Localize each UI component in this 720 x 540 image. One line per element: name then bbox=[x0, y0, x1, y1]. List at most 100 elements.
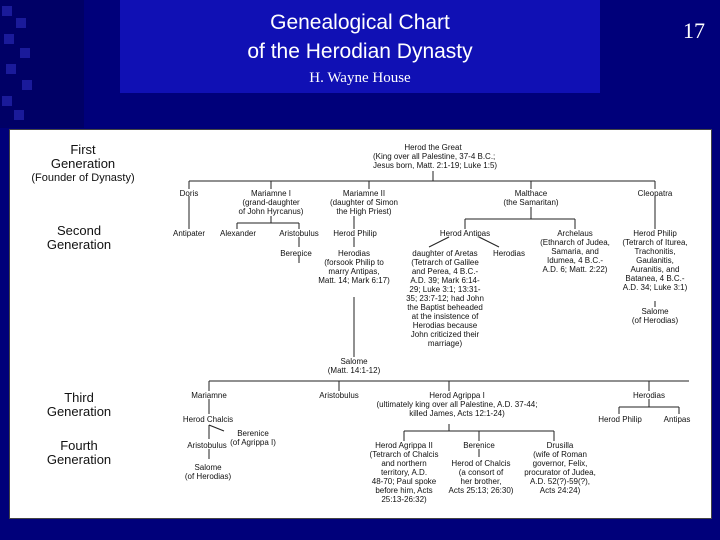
gen-third-line2: Generation bbox=[46, 404, 112, 419]
node-drusilla-note1: (wife of Roman bbox=[533, 450, 587, 459]
node-salome-note: (Matt. 14:1-12) bbox=[327, 366, 381, 375]
node-salome: Salome (Matt. 14:1-12) bbox=[319, 357, 389, 375]
node-archelaus-note2: Samaria, and bbox=[551, 247, 599, 256]
node-archelaus-note1: (Ethnarch of Judea, bbox=[540, 238, 610, 247]
node-agrippa-i-note1: (ultimately king over all Palestine, A.D… bbox=[376, 400, 538, 409]
node-aretas-note2: and Perea, 4 B.C.- bbox=[411, 267, 479, 276]
gen-first-line3: (Founder of Dynasty) bbox=[31, 172, 135, 184]
node-herod-philip-tetrarch-note4: Auranitis, and bbox=[630, 265, 680, 274]
node-salome-herodias-right: Salome (of Herodias) bbox=[615, 307, 695, 325]
title-box: Genealogical Chart of the Herodian Dynas… bbox=[120, 0, 600, 93]
node-agrippa-ii-note2: and northern bbox=[381, 459, 427, 468]
node-aretas-note5: 35; 23:7-12; had John bbox=[406, 294, 484, 303]
gen-third-line1: Third bbox=[64, 390, 94, 405]
bottom-bar bbox=[0, 519, 720, 540]
node-herod-chalcis: Herod Chalcis bbox=[175, 415, 241, 424]
node-aretas-note7: at the insistence of bbox=[411, 312, 479, 321]
node-herodias-third-name: Herodias bbox=[632, 391, 665, 400]
node-agrippa-ii-note3: territory, A.D. bbox=[380, 468, 428, 477]
node-agrippa-ii-note4: 48-70; Paul spoke bbox=[371, 477, 437, 486]
node-aristobulus-fourth: Aristobulus bbox=[177, 441, 237, 450]
node-mariamne-name: Mariamne bbox=[191, 391, 227, 400]
slide-title-line1: Genealogical Chart bbox=[270, 11, 450, 34]
node-herodias-note1: (forsook Philip to bbox=[324, 258, 384, 267]
node-mariamne-i-note1: (grand-daughter bbox=[242, 198, 300, 207]
node-herodias-name: Herodias bbox=[337, 249, 370, 258]
node-herod-of-chalcis-note1: (a consort of bbox=[458, 468, 504, 477]
node-mariamne: Mariamne bbox=[181, 391, 237, 400]
node-malthace-note1: (the Samaritan) bbox=[503, 198, 559, 207]
node-antipater: Antipater bbox=[167, 229, 211, 238]
node-herod-philip-third-name: Herod Philip bbox=[598, 415, 642, 424]
node-drusilla-note2: governor, Felix, bbox=[532, 459, 588, 468]
node-herod-the-great-note2: Jesus born, Matt. 2:1-19; Luke 1:5) bbox=[373, 161, 498, 170]
label-third-generation: Third Generation bbox=[29, 391, 129, 419]
node-herod-antipas-name: Herod Antipas bbox=[439, 229, 491, 238]
slide-author: H. Wayne House bbox=[309, 70, 411, 86]
node-aristobulus-third-name: Aristobulus bbox=[319, 391, 359, 400]
node-archelaus-note3: Idumea, 4 B.C.- bbox=[546, 256, 604, 265]
node-herodias-note3: Matt. 14; Mark 6:17) bbox=[318, 276, 390, 285]
label-first-generation: First Generation (Founder of Dynasty) bbox=[23, 143, 143, 185]
node-herodias: Herodias (forsook Philip to marry Antipa… bbox=[309, 249, 399, 285]
gen-second-line1: Second bbox=[56, 223, 102, 238]
node-salome-fourth: Salome (of Herodias) bbox=[173, 463, 243, 481]
node-berenice-agrippa-name: Berenice bbox=[237, 429, 269, 438]
node-herod-of-chalcis-note2: her brother, bbox=[460, 477, 502, 486]
node-herod-philip-name: Herod Philip bbox=[333, 229, 377, 238]
node-aretas-note3: A.D. 39; Mark 6:14- bbox=[410, 276, 480, 285]
node-herod-philip-tetrarch-name: Herod Philip bbox=[633, 229, 677, 238]
node-herod-chalcis-name: Herod Chalcis bbox=[182, 415, 234, 424]
connector-lines bbox=[188, 171, 689, 459]
node-herod-philip-tetrarch-note5: Batanea, 4 B.C.- bbox=[625, 274, 685, 283]
genealogy-chart: First Generation (Founder of Dynasty) Se… bbox=[9, 129, 712, 519]
gen-first-line2: Generation bbox=[50, 156, 116, 171]
node-drusilla-note4: A.D. 52(?)-59(?), bbox=[529, 477, 591, 486]
node-agrippa-i-name: Herod Agrippa I bbox=[429, 391, 485, 400]
node-herod-of-chalcis-name: Herod of Chalcis bbox=[451, 459, 511, 468]
node-aretas-note9: John criticized their bbox=[410, 330, 480, 339]
node-herod-the-great-name: Herod the Great bbox=[404, 143, 462, 152]
node-agrippa-ii-note1: (Tetrarch of Chalcis bbox=[369, 450, 439, 459]
slide-title-line2: of the Herodian Dynasty bbox=[247, 40, 473, 63]
node-berenice-name: Berenice bbox=[280, 249, 312, 258]
node-doris: Doris bbox=[169, 189, 209, 198]
node-herod-philip-tetrarch-note2: Trachonitis, bbox=[634, 247, 676, 256]
node-berenice-agrippa-note: (of Agrippa I) bbox=[230, 438, 276, 447]
node-aristobulus: Aristobulus bbox=[271, 229, 327, 238]
node-berenice: Berenice bbox=[271, 249, 321, 258]
node-malthace-name: Malthace bbox=[514, 189, 548, 198]
node-aretas-note6: the Baptist beheaded bbox=[407, 303, 483, 312]
node-aristobulus-name: Aristobulus bbox=[279, 229, 319, 238]
node-herod-philip-third: Herod Philip bbox=[593, 415, 647, 424]
node-mariamne-i-name: Mariamne I bbox=[250, 189, 291, 198]
node-herod-philip: Herod Philip bbox=[327, 229, 383, 238]
node-salome-name: Salome bbox=[340, 357, 368, 366]
node-berenice-fourth: Berenice bbox=[459, 441, 499, 450]
node-drusilla-note3: procurator of Judea, bbox=[524, 468, 596, 477]
node-agrippa-ii-note5: before him, Acts bbox=[375, 486, 433, 495]
node-mariamne-ii: Mariamne II (daughter of Simon the High … bbox=[319, 189, 409, 216]
node-salome-right-name: Salome bbox=[641, 307, 669, 316]
node-cleopatra-name: Cleopatra bbox=[637, 189, 673, 198]
node-herod-antipas: Herod Antipas bbox=[434, 229, 496, 238]
node-herod-agrippa-ii: Herod Agrippa II (Tetrarch of Chalcis an… bbox=[359, 441, 449, 504]
node-alexander: Alexander bbox=[215, 229, 261, 238]
gen-fourth-line2: Generation bbox=[46, 452, 112, 467]
node-alexander-name: Alexander bbox=[219, 229, 257, 238]
node-agrippa-ii-name: Herod Agrippa II bbox=[375, 441, 433, 450]
node-herodias-antipas-name: Herodias bbox=[492, 249, 525, 258]
node-herodias-antipas: Herodias bbox=[487, 249, 531, 258]
node-archelaus-note4: A.D. 6; Matt. 2:22) bbox=[542, 265, 608, 274]
node-mariamne-i-note2: of John Hyrcanus) bbox=[238, 207, 304, 216]
node-herod-of-chalcis-note3: Acts 25:13; 26:30) bbox=[448, 486, 514, 495]
node-agrippa-ii-note6: 25:13-26:32) bbox=[381, 495, 427, 504]
chart-frame bbox=[9, 129, 712, 519]
node-herod-philip-tetrarch-note6: A.D. 34; Luke 3:1) bbox=[622, 283, 688, 292]
node-mariamne-i: Mariamne I (grand-daughter of John Hyrca… bbox=[231, 189, 311, 216]
node-archelaus-name: Archelaus bbox=[557, 229, 593, 238]
node-herodias-third: Herodias bbox=[623, 391, 675, 400]
node-aretas-name: daughter of Aretas bbox=[412, 249, 478, 258]
label-fourth-generation: Fourth Generation bbox=[29, 439, 129, 467]
node-aristobulus-fourth-name: Aristobulus bbox=[187, 441, 227, 450]
